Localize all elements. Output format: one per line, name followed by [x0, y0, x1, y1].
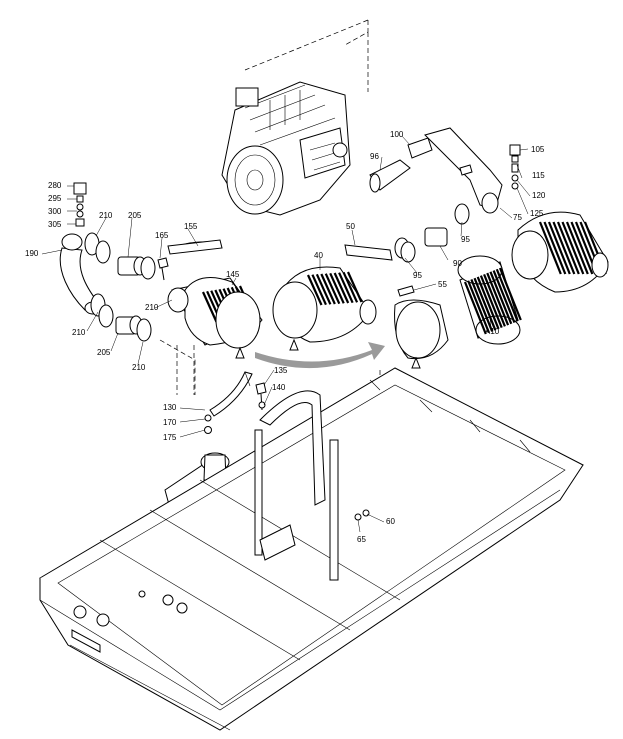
flow-arrow [255, 342, 385, 369]
callout-165: 165 [155, 231, 169, 240]
callout-40: 40 [314, 251, 323, 260]
filter-rib [483, 273, 506, 327]
filter-rib [201, 291, 218, 323]
filter-rib [315, 273, 332, 305]
filter-rib [311, 274, 327, 306]
intake-pipe [369, 127, 503, 214]
leader-lines [41, 135, 531, 533]
callout-65: 65 [357, 535, 366, 544]
engine-leader-dash [344, 20, 369, 92]
filter-rib [552, 221, 576, 275]
filter-rib [565, 221, 589, 275]
sleeves-90-95 [394, 203, 470, 263]
bolt-55 [397, 285, 415, 297]
valve-stack-right [509, 144, 521, 190]
callout-210b: 210 [145, 303, 159, 312]
callout-60: 60 [386, 517, 395, 526]
filter-rib [570, 221, 594, 275]
callout-210a: 210 [99, 211, 113, 220]
callout-305: 305 [48, 220, 62, 229]
filter-rib [543, 221, 567, 275]
filter-rib [476, 276, 500, 330]
callout-A10: A10 [485, 327, 500, 336]
air-filter-element-A10 [457, 255, 522, 345]
washer-65 [354, 513, 362, 521]
callout-145: 145 [226, 270, 240, 279]
callout-175: 175 [163, 433, 177, 442]
hose-clamps-upper [84, 232, 156, 280]
filter-rib [492, 270, 516, 323]
filter-rib [333, 272, 350, 304]
hose-clamps-lower [90, 293, 152, 342]
air-filter-housing-right [394, 299, 449, 369]
callout-300: 300 [48, 207, 62, 216]
filter-rib [467, 280, 491, 334]
filter-rib [473, 277, 497, 331]
air-filter-cover-right [511, 211, 609, 293]
callout-205b: 205 [97, 348, 111, 357]
callout-100: 100 [390, 130, 404, 139]
callout-50: 50 [346, 222, 355, 231]
washer-170 [204, 414, 212, 422]
callout-140: 140 [272, 383, 286, 392]
callout-130: 130 [163, 403, 177, 412]
nut-175 [204, 426, 212, 434]
filter-rib [538, 221, 562, 275]
filter-rib [306, 274, 323, 306]
filter-rib [489, 271, 513, 325]
filter-rib [320, 273, 336, 305]
filter-rib [556, 221, 580, 275]
callout-95a: 95 [413, 271, 422, 280]
callout-105: 105 [531, 145, 545, 154]
filter-rib [342, 271, 359, 303]
washer-140 [258, 401, 266, 409]
filter-rib [498, 267, 522, 321]
callout-115: 115 [532, 171, 545, 180]
callout-75: 75 [513, 213, 522, 222]
filter-rib [486, 272, 510, 326]
callout-205a: 205 [128, 211, 142, 220]
callout-96: 96 [370, 152, 379, 161]
callout-90: 90 [453, 259, 462, 268]
callout-280: 280 [48, 181, 62, 190]
frame-chassis [39, 367, 584, 731]
callout-120: 120 [532, 191, 546, 200]
callout-210d: 210 [132, 363, 146, 372]
callout-155: 155 [184, 222, 198, 231]
filter-rib [338, 272, 354, 304]
callout-295: 295 [48, 194, 62, 203]
callout-210c: 210 [72, 328, 86, 337]
callout-95b: 95 [461, 235, 470, 244]
filter-rib [346, 271, 363, 303]
callout-55: 55 [438, 280, 447, 289]
filter-rib [324, 273, 341, 305]
filter-rib [470, 279, 494, 332]
bolt-165 [157, 257, 169, 281]
filter-rib [479, 275, 503, 329]
air-filter-housing-40 [272, 244, 393, 351]
filter-rib [561, 221, 585, 275]
engine-illustration [221, 81, 351, 216]
callout-125: 125 [530, 209, 544, 218]
filter-rib [329, 272, 345, 304]
callout-170: 170 [163, 418, 177, 427]
rubber-hose [59, 233, 102, 315]
filter-rib [547, 221, 571, 275]
nut-60 [362, 509, 370, 517]
filter-rib [463, 281, 487, 335]
air-filter-housing-145 [167, 239, 263, 359]
filter-rib [495, 268, 519, 322]
callout-190: 190 [25, 249, 39, 258]
valve-stack-left [73, 182, 87, 227]
callout-135: 135 [274, 366, 288, 375]
callout-labels: 280 295 300 305 190 210 205 165 155 145 … [25, 130, 546, 544]
